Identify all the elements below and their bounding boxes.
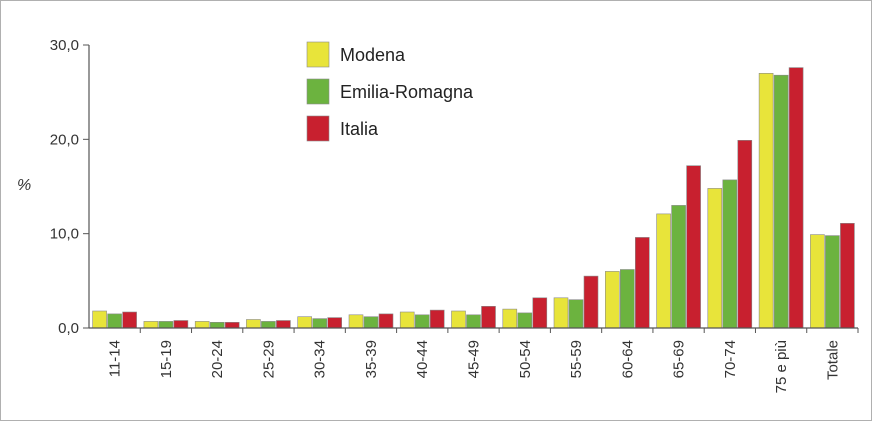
legend-label: Emilia-Romagna [340, 82, 474, 102]
bar-modena-9 [553, 297, 569, 329]
bar-modena-10 [604, 271, 620, 329]
y-tick-label: 20,0 [50, 131, 79, 148]
y-ticks-group: 0,0 10,0 20,0 30,0 [50, 37, 89, 337]
bar-italia-6 [429, 309, 445, 329]
bar-emilia-romagna-0 [107, 313, 122, 329]
bar-modena-13 [758, 73, 774, 329]
bar-italia-4 [327, 317, 343, 329]
legend-label: Italia [340, 119, 379, 139]
bar-emilia-romagna-2 [209, 321, 225, 329]
bar-italia-5 [378, 313, 394, 329]
bar-emilia-romagna-11 [671, 205, 686, 329]
bar-emilia-romagna-7 [466, 314, 481, 329]
y-axis-label: % [17, 177, 31, 194]
bar-italia-9 [583, 275, 599, 329]
axes-group [88, 45, 859, 333]
bar-emilia-romagna-4 [312, 318, 328, 329]
x-tick-label: 70-74 [722, 340, 739, 378]
y-tick-label: 0,0 [58, 320, 79, 337]
bar-italia-14 [840, 223, 855, 329]
bar-emilia-romagna-3 [261, 321, 276, 329]
bar-italia-0 [122, 311, 137, 329]
x-tick-label: 15-19 [158, 340, 175, 378]
bar-italia-7 [481, 305, 496, 329]
bar-modena-11 [656, 213, 671, 329]
x-tick-label: 45-49 [466, 340, 483, 378]
x-tick-label: 55-59 [568, 340, 585, 378]
x-tick-label: 11-14 [107, 340, 124, 377]
bar-emilia-romagna-12 [722, 179, 738, 329]
bar-emilia-romagna-14 [825, 235, 840, 329]
bar-emilia-romagna-9 [568, 299, 584, 329]
bar-italia-3 [276, 320, 291, 329]
x-tick-label: 75 e più [773, 340, 790, 393]
x-tick-label: 35-39 [363, 340, 380, 378]
bar-emilia-romagna-8 [517, 312, 533, 329]
bar-italia-2 [224, 321, 240, 329]
bar-italia-8 [532, 297, 548, 329]
bar-emilia-romagna-1 [158, 321, 174, 329]
bar-italia-13 [788, 67, 804, 329]
legend-swatch-emilia-romagna [306, 78, 330, 105]
x-tick-label: 50-54 [517, 340, 534, 378]
bar-emilia-romagna-10 [619, 269, 635, 329]
bar-modena-8 [502, 308, 518, 329]
y-tick-label: 10,0 [50, 226, 79, 243]
bar-modena-5 [348, 314, 364, 329]
bar-emilia-romagna-6 [414, 314, 430, 329]
y-tick-label: 30,0 [50, 37, 79, 54]
x-ticks-group: 11-14 15-19 20-24 25-29 30-34 35-39 40-44 45-49… [107, 340, 842, 393]
bar-modena-2 [194, 321, 210, 329]
bar-modena-0 [92, 310, 107, 329]
bar-italia-11 [686, 165, 701, 329]
bar-modena-7 [451, 310, 466, 329]
bars-group [92, 67, 855, 329]
legend-swatch-modena [306, 41, 330, 68]
x-tick-label: 30-34 [312, 340, 329, 378]
legend-swatch-italia [306, 115, 330, 142]
bar-italia-10 [634, 237, 650, 329]
bar-modena-12 [707, 188, 723, 329]
x-tick-label: 60-64 [619, 340, 636, 378]
x-tick-label: Totale [824, 340, 841, 380]
bar-emilia-romagna-5 [363, 316, 379, 329]
bar-italia-1 [173, 320, 189, 329]
bar-italia-12 [737, 140, 753, 329]
legend-label: Modena [340, 45, 406, 65]
bar-modena-14 [810, 234, 825, 329]
bar-modena-3 [246, 319, 261, 329]
bar-modena-1 [143, 321, 159, 329]
x-tick-label: 20-24 [209, 340, 226, 378]
bar-modena-6 [399, 311, 415, 329]
bar-emilia-romagna-13 [773, 74, 789, 329]
x-tick-label: 40-44 [414, 340, 431, 378]
x-tick-label: 25-29 [260, 340, 277, 378]
bar-modena-4 [297, 316, 313, 329]
x-tick-label: 65-69 [671, 340, 688, 378]
